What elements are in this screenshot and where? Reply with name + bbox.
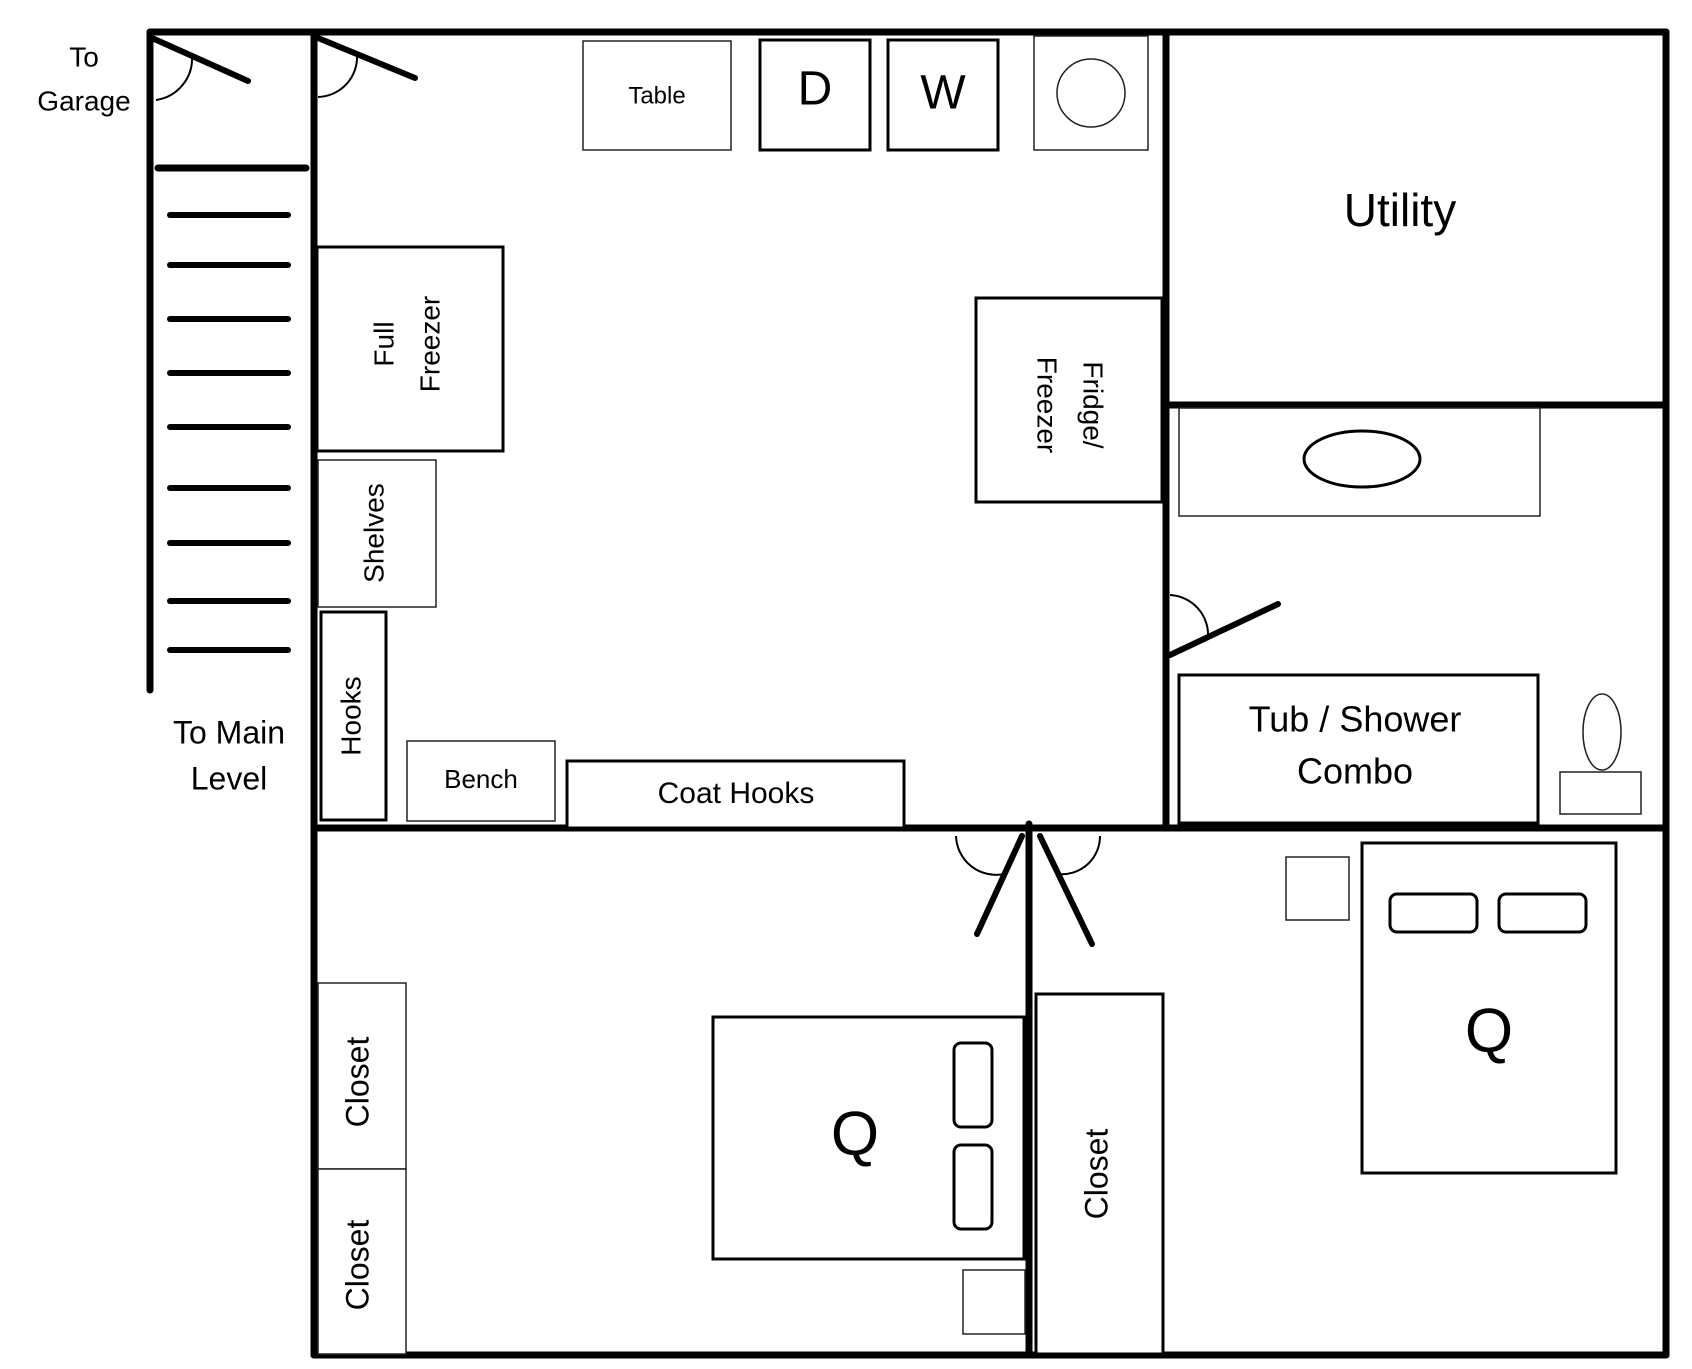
coat-hooks-outline (565, 759, 906, 830)
closet-middle: Closet (1034, 992, 1165, 1356)
doors (149, 35, 1281, 947)
toilet-tank (1559, 771, 1642, 815)
closet-label: Closet (339, 1037, 375, 1128)
closet-left-top: Closet (317, 982, 407, 1170)
coat-hooks: Coat Hooks (565, 759, 906, 830)
bedroom-right-door-swing (1057, 835, 1102, 876)
table-label: Table (628, 82, 685, 109)
stair-door-leaf (315, 35, 418, 81)
garage-door-swing (155, 55, 194, 101)
bench: Bench (406, 740, 556, 822)
pillow (1388, 892, 1479, 934)
to-main-level-text: To Main (173, 714, 285, 750)
walls (146, 28, 1670, 1359)
closet-outline (1034, 992, 1165, 1356)
dryer-outline (758, 38, 872, 152)
shelves-label: Shelves (358, 483, 389, 583)
bed-size-label: Q (831, 1099, 879, 1168)
full-freezer: Full Freezer (315, 245, 505, 453)
closet-outline (317, 1168, 407, 1355)
closet-label: Closet (1078, 1129, 1114, 1220)
closet-left-bottom: Closet (317, 1168, 407, 1355)
fridge-freezer: Fridge/ Freezer (974, 296, 1164, 504)
nightstand (1285, 856, 1350, 921)
washer-outline (886, 38, 1000, 152)
washer: W (886, 38, 1000, 152)
toilet (1559, 693, 1642, 815)
hooks: Hooks (319, 610, 388, 822)
bedroom-left-door-swing (955, 835, 1005, 876)
water-heater (1033, 35, 1149, 151)
hooks-outline (319, 610, 388, 822)
table: Table (582, 40, 732, 151)
shelves-outline (317, 459, 437, 608)
bathroom-door-swing (1169, 594, 1210, 638)
table-outline (582, 40, 732, 151)
tub-label: Combo (1297, 751, 1413, 792)
pillow (952, 1143, 994, 1231)
dryer-label: D (798, 63, 833, 116)
bedroom-left-door-leaf (974, 833, 1025, 937)
bedroom-right-door-leaf (1037, 833, 1095, 947)
tub-outline (1177, 673, 1540, 825)
to-main-level-text: Level (191, 760, 268, 796)
sink (1302, 429, 1422, 489)
vanity (1178, 407, 1541, 517)
queen-bed-left: Q (711, 1015, 1026, 1261)
pillow (952, 1041, 994, 1129)
fridge-freezer-label: Freezer (1032, 357, 1063, 453)
full-freezer-label: Freezer (414, 296, 445, 392)
to-garage-text: Garage (37, 85, 130, 116)
pillow (1497, 892, 1588, 934)
water-heater-tank (1056, 58, 1126, 128)
garage-door-leaf (149, 35, 251, 84)
hooks-label: Hooks (335, 676, 366, 755)
closet-label: Closet (339, 1220, 375, 1311)
stair-door-swing (317, 54, 359, 98)
tub-shower-combo: Tub / Shower Combo (1177, 673, 1540, 825)
to-garage-label: To Garage (37, 41, 130, 116)
full-freezer-outline (315, 245, 505, 453)
dryer: D (758, 38, 872, 152)
bed-size-label: Q (1465, 996, 1513, 1065)
bench-outline (406, 740, 556, 822)
bench-label: Bench (444, 764, 518, 794)
to-main-level-label: To Main Level (173, 714, 285, 796)
coat-hooks-label: Coat Hooks (658, 777, 815, 810)
fridge-freezer-label: Fridge/ (1078, 361, 1109, 448)
bathroom-door-leaf (1167, 601, 1281, 658)
washer-label: W (920, 67, 966, 120)
full-freezer-label: Full (368, 321, 399, 366)
staircase (167, 212, 291, 653)
queen-bed-right: Q (1360, 841, 1618, 1175)
fridge-freezer-outline (974, 296, 1164, 504)
utility-room-label: Utility (1344, 184, 1456, 236)
to-garage-text: To (69, 41, 99, 72)
tub-label: Tub / Shower (1249, 699, 1462, 740)
shelves: Shelves (317, 459, 437, 608)
closet-outline (317, 982, 407, 1170)
nightstand (962, 1269, 1026, 1335)
toilet-bowl (1582, 693, 1622, 771)
